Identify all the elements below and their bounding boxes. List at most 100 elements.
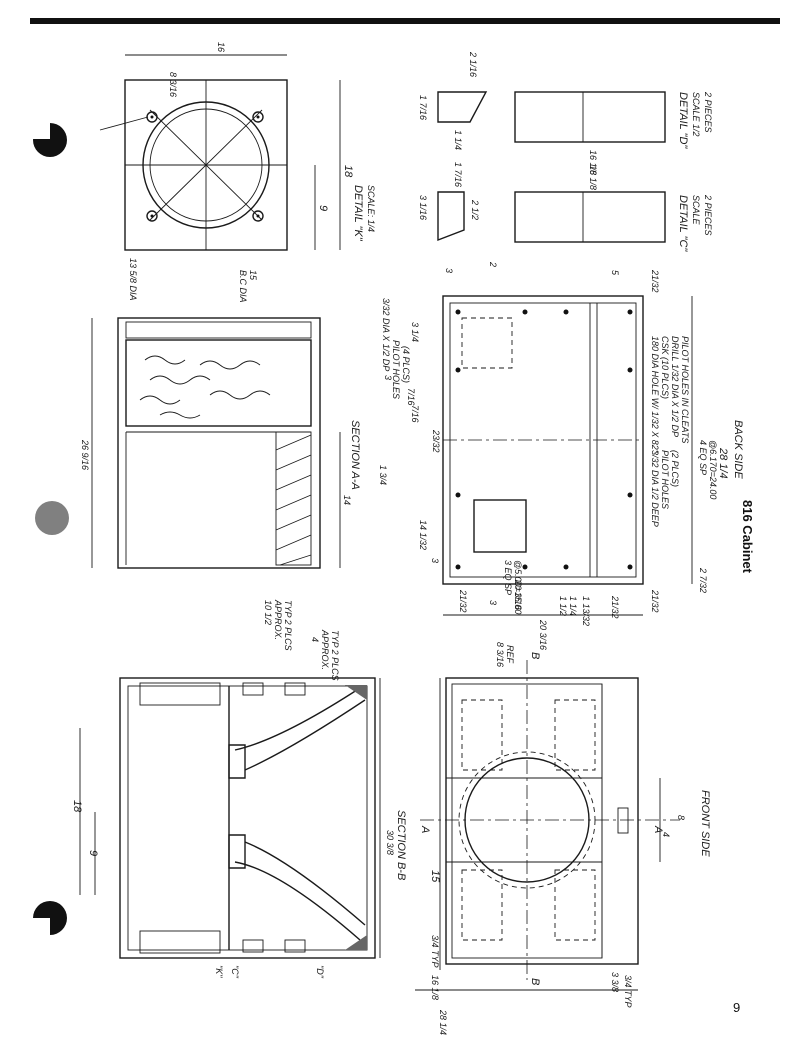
detail-d-dim: 2 1/16 [468, 51, 478, 77]
detail-c-title: DETAIL "C" [677, 195, 689, 252]
section-bb-callout: "D" [315, 965, 325, 979]
section-bb-dim: 30 3/8 [385, 830, 395, 855]
back-dim: 20 3/16 [513, 579, 523, 610]
front-dim: 8 3/16 [495, 642, 505, 667]
detail-d-dim: 16 1/8 [588, 150, 598, 175]
detail-c-dim: 2 1/2 [470, 199, 480, 220]
back-dim: 5 [610, 270, 620, 276]
back-dim: 21/32 [610, 595, 620, 619]
detail-d-pieces: 2 PIECES [703, 91, 713, 133]
back-dim: 3 [444, 268, 454, 273]
back-note: (4 PLCS) [401, 346, 411, 383]
front-dim: 3/4 TYP [623, 975, 633, 1008]
front-dim: 4 [661, 832, 671, 837]
section-bb-dim: 3/4 TYP [430, 935, 440, 968]
back-dim: 2 7/32 [698, 567, 708, 593]
detail-k-dim: 13 5/8 DIA [128, 258, 138, 301]
detail-d-scale: SCALE 1/2 [691, 92, 701, 137]
detail-d-dim: 1 7/16 [418, 95, 428, 120]
back-dim: 28 1/4 [717, 447, 729, 479]
back-dim: 3 [383, 375, 393, 380]
section-aa-dim: 14 [342, 495, 352, 505]
detail-k-dim: 16 [216, 42, 226, 52]
back-note: 3/32 DIA 1/2 DEEP [650, 450, 660, 527]
back-side-title: BACK SIDE [732, 420, 744, 479]
back-dim: 21/32 [650, 269, 660, 293]
back-dim: @6.170=24.00 [708, 440, 718, 499]
back-dim: 14 1/32 [418, 520, 428, 550]
detail-c-dim: 1 7/16 [453, 162, 463, 187]
section-bb-dim: APPROX. [273, 599, 283, 640]
detail-k-scale: SCALE: 1/4 [366, 185, 376, 232]
back-dim: @5.00=15.00 [513, 560, 523, 614]
section-bb-callout: "C" [230, 965, 240, 979]
back-dim: 21/32 [458, 589, 468, 613]
detail-k-dim: B.C DIA [238, 270, 248, 303]
back-dim: 3 [430, 558, 440, 563]
back-note: DRILL 1/32 DIA X 1/2 DP [670, 336, 680, 437]
detail-c-dim: 3 1/16 [418, 195, 428, 220]
detail-k-dim: 9 [317, 205, 329, 211]
back-dim: 7/16 [410, 405, 420, 423]
section-bb-dim: TYP 2 PLCS [330, 630, 340, 681]
back-dim: 3 EQ SP [503, 560, 513, 595]
back-dim: 20 3/16 [538, 619, 548, 650]
back-note: PILOT HOLES IN CLEATS [680, 336, 690, 443]
detail-k-view [99, 54, 341, 251]
section-bb-dim: 15 [429, 870, 441, 883]
front-marker: A [652, 825, 664, 833]
section-aa-view [91, 317, 341, 569]
detail-c-view [437, 191, 666, 243]
section-bb-title: SECTION B-B [395, 810, 407, 880]
back-dim: 23/32 [431, 429, 441, 453]
front-dim: 8 [676, 815, 686, 820]
front-marker: B [529, 652, 541, 659]
detail-d-dim: 1 1/4 [453, 130, 463, 150]
detail-c-scale: SCALE [691, 195, 701, 226]
front-dim: 16 1/8 [430, 975, 440, 1000]
section-aa-dim: 26 9/16 [80, 439, 90, 470]
section-bb-view [79, 677, 441, 970]
binder-holes [33, 123, 69, 936]
detail-d-view [437, 91, 666, 143]
section-bb-dim: 18 [71, 800, 83, 813]
back-note: PILOT HOLES [660, 450, 670, 509]
back-note: CSK (10 PLCS) [660, 336, 670, 399]
detail-c-dim: 16 1/8 [588, 165, 598, 190]
back-dim: 1 3/4 [378, 465, 388, 485]
detail-k-dim: 8 3/16 [168, 72, 178, 97]
top-rule [30, 18, 780, 24]
detail-k-dim: 15 [248, 270, 258, 281]
back-dim: 21/32 [650, 589, 660, 613]
front-marker: B [529, 978, 541, 985]
front-dim: REF [505, 645, 515, 664]
detail-k-dim: 18 [342, 165, 354, 178]
front-marker: A [419, 825, 431, 833]
section-bb-callout: "K" [214, 965, 224, 978]
section-bb-dim: 4 [310, 637, 320, 642]
back-dim: 4 EQ SP [698, 440, 708, 475]
back-dim: 3 [488, 600, 498, 605]
front-side-view [415, 660, 680, 991]
front-side-title: FRONT SIDE [699, 790, 711, 857]
back-dim: 3 1/4 [410, 322, 420, 342]
back-dim: 7/16 [406, 388, 416, 406]
back-dim: 1 13/32 [581, 596, 591, 626]
back-note: 3/32 DIA X 1/2 DP [381, 298, 391, 371]
section-bb-dim: APPROX. [320, 629, 330, 670]
back-dim: 1 1/2 [558, 596, 568, 616]
back-note: 180 DIA HOLE W/ 1/32 X 82° [650, 336, 660, 454]
section-bb-dim: 9 [87, 850, 99, 856]
back-note: PILOT HOLES [391, 340, 401, 399]
detail-c-pieces: 2 PIECES [703, 194, 713, 236]
back-side-view [442, 295, 693, 616]
detail-d-title: DETAIL "D" [677, 92, 689, 149]
back-dim: 2 [488, 261, 498, 267]
cabinet-caption: 816 Cabinet [740, 500, 755, 574]
front-dim: 3 3/8 [610, 972, 620, 992]
section-aa-title: SECTION A-A [349, 420, 361, 490]
back-note: (2 PLCS) [670, 450, 680, 487]
section-bb-dim: TYP 2 PLCS [283, 600, 293, 651]
